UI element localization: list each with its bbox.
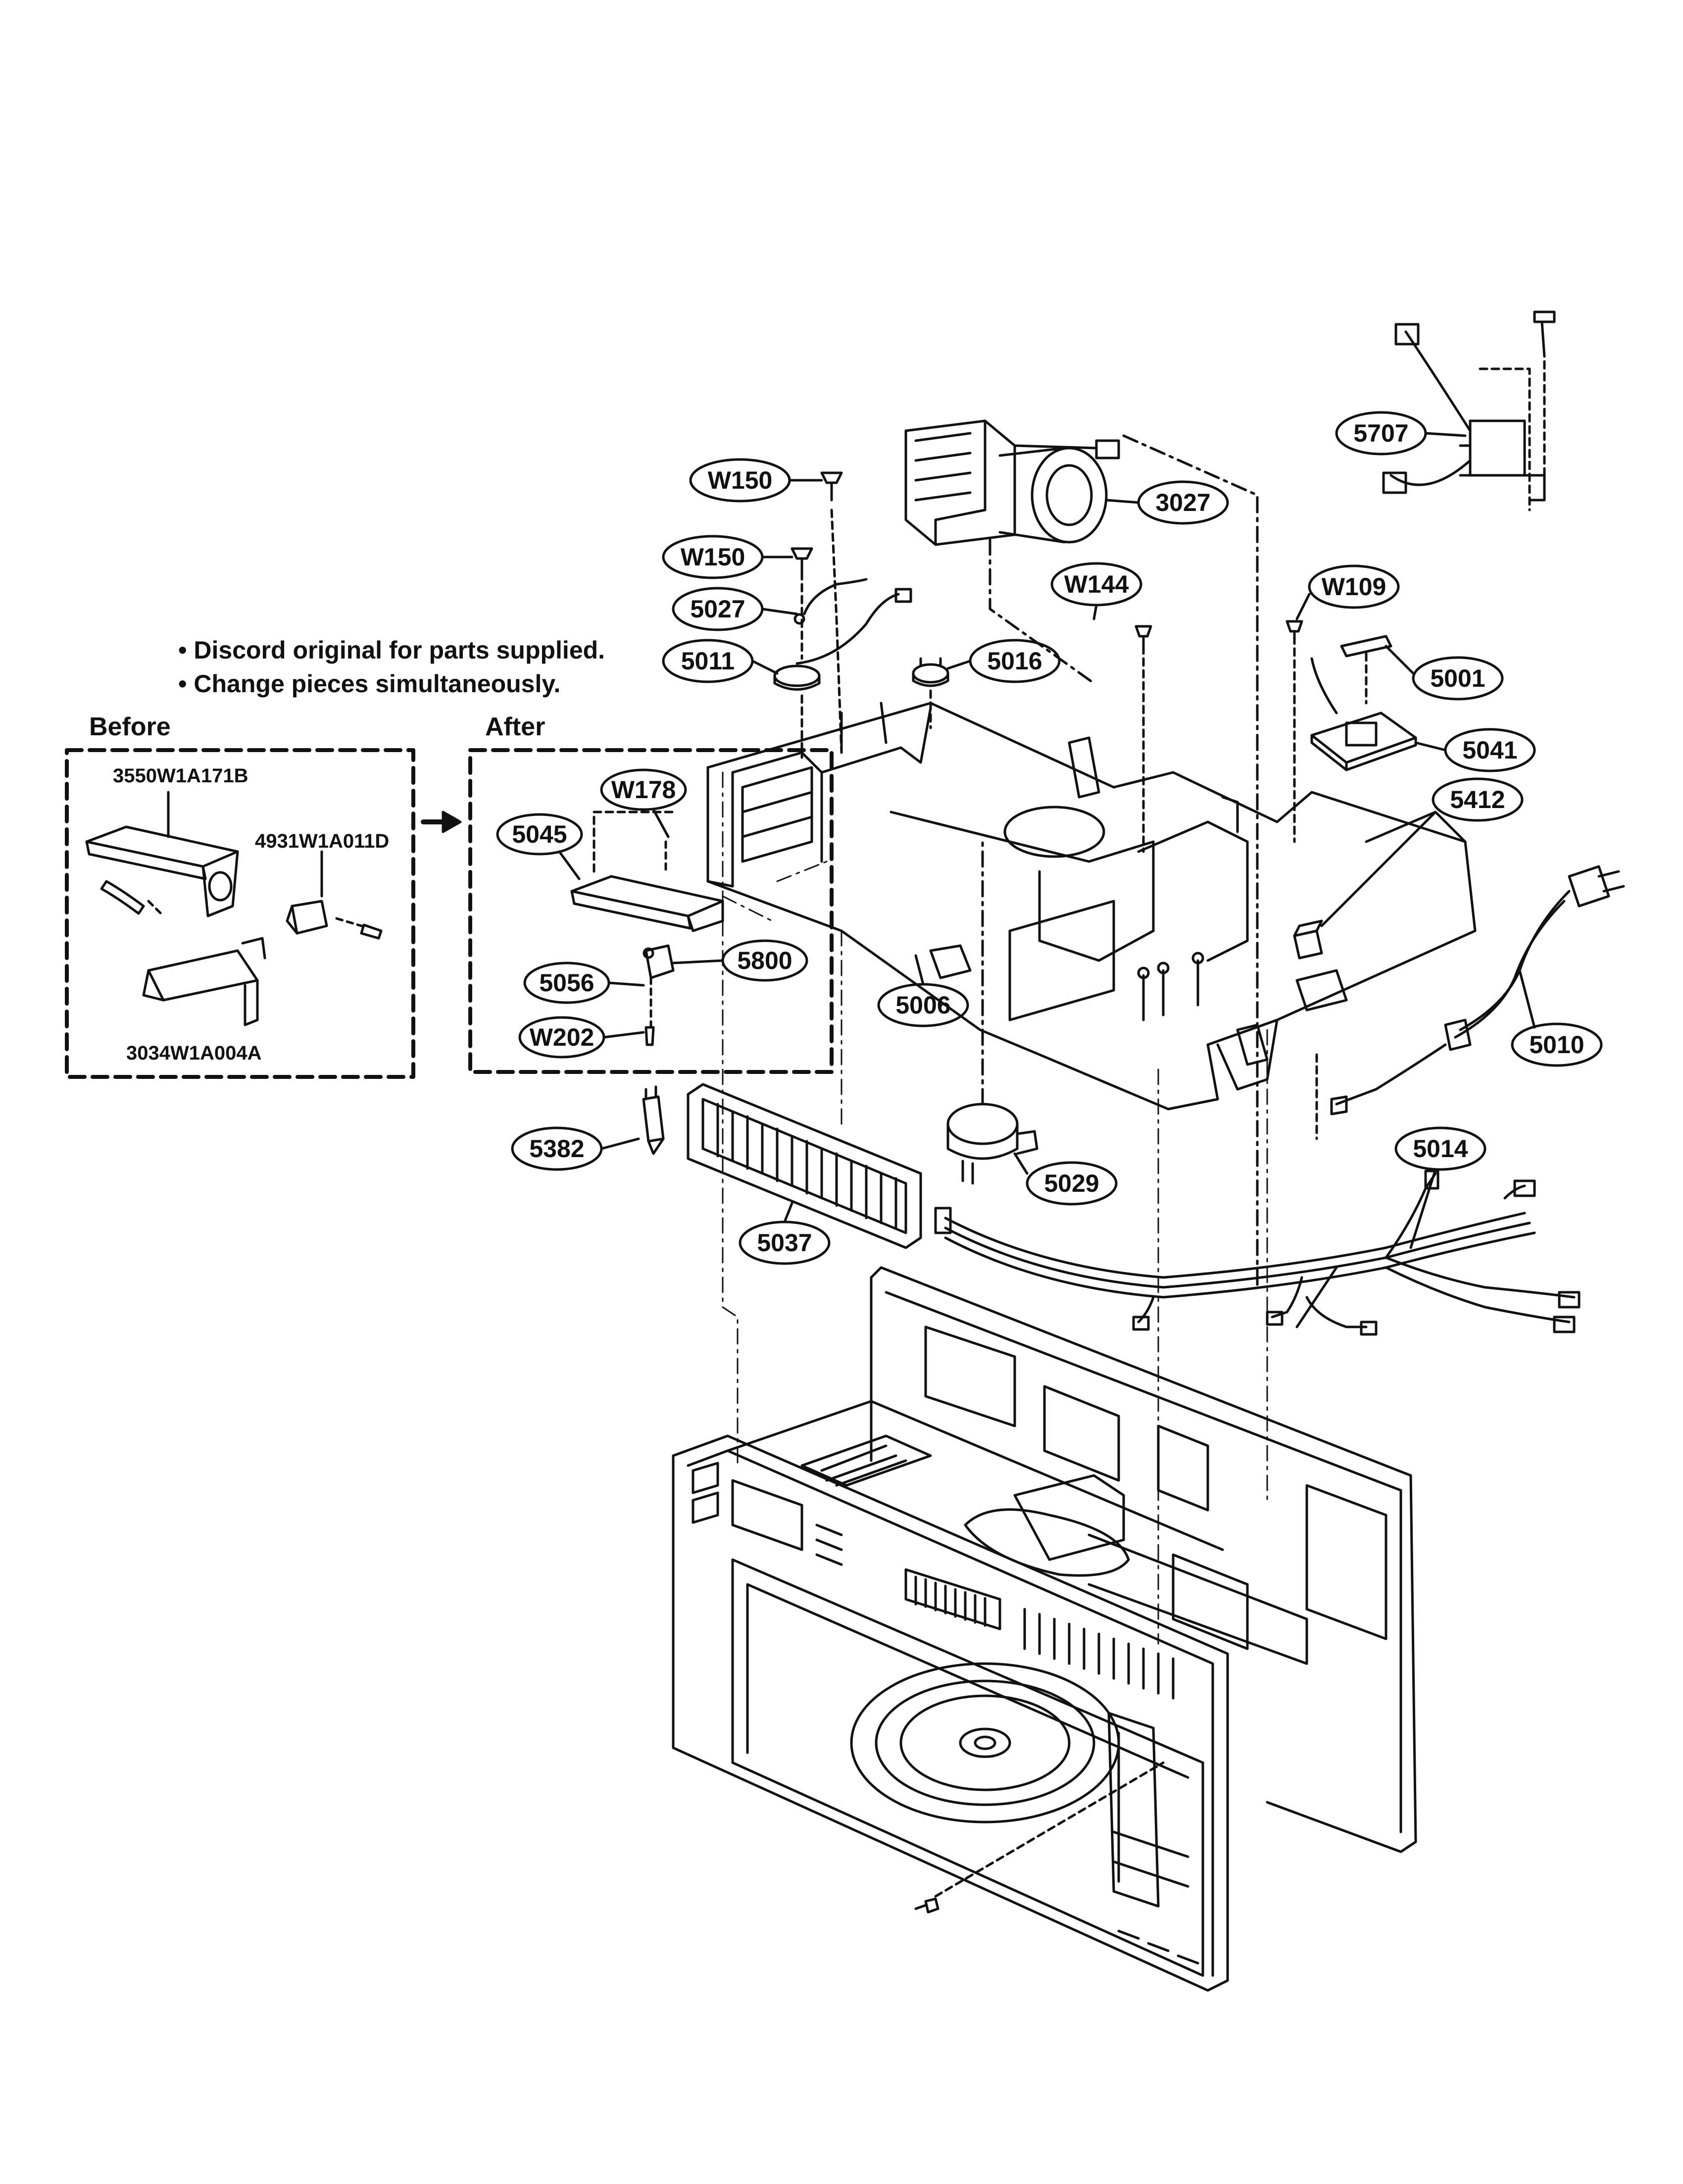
svg-text:5382: 5382 [529,1135,584,1163]
svg-text:5037: 5037 [757,1229,812,1257]
callout-5707: 5707 [1335,411,1467,456]
thermostat-5016-drawing [912,657,949,729]
svg-text:W109: W109 [1322,573,1386,601]
callout-5016: 5016 [946,639,1061,683]
callout-5011: 5011 [662,639,779,683]
screw-w144 [1135,625,1152,853]
callout-5029: 5029 [1013,1152,1118,1206]
oven-cavity-drawing [672,1266,1417,1992]
after-callout-5045: 5045 [496,813,583,880]
after-callout-5056: 5056 [523,962,645,1004]
relay-5412-drawing [1293,919,1323,960]
callout-5382: 5382 [511,1126,640,1171]
callout-w144: W144 [1050,562,1142,620]
lamp-socket-5382-drawing [642,1085,665,1155]
grille-5037-drawing [687,1083,922,1249]
callout-5014: 5014 [1394,1126,1486,1249]
svg-text:W150: W150 [681,543,745,571]
power-cord-5010-drawing [1315,865,1625,1140]
svg-text:5041: 5041 [1462,736,1517,764]
callout-5010: 5010 [1511,969,1603,1067]
svg-text:5412: 5412 [1450,786,1505,813]
screw-w109 [1286,620,1303,843]
assembly-guide-lines [722,771,1268,1645]
before-box-frame [65,748,415,1079]
svg-text:5056: 5056 [539,969,594,997]
wire-5027-drawing [793,578,912,665]
svg-text:5001: 5001 [1430,664,1485,692]
callout-5001: 5001 [1385,645,1504,701]
after-callout-w202: W202 [518,1016,645,1059]
after-box-title: After [485,712,545,741]
part-code-3550w1a171b: 3550W1A171B [113,765,248,787]
callout-5412: 5412 [1320,777,1524,927]
transformer-5707-drawing [1382,310,1556,511]
stirrer-motor-5029-drawing [946,840,1039,1185]
thermostat-5011-drawing [773,664,821,759]
callout-5041: 5041 [1414,728,1536,772]
after-bracket-drawing [570,811,724,1046]
svg-text:5011: 5011 [681,647,735,675]
part-code-4931w1a011d: 4931W1A011D [255,830,389,852]
svg-text:5029: 5029 [1044,1169,1099,1197]
fuse-5001-drawing [1340,635,1392,705]
svg-text:5027: 5027 [690,595,745,623]
after-callout-w178: W178 [600,768,687,838]
callout-5027: 5027 [672,587,798,631]
after-box-frame [468,748,834,1074]
fan-motor-3027-drawing [904,419,1259,1289]
svg-text:5010: 5010 [1529,1031,1584,1059]
callout-w150-second: W150 [662,535,793,579]
svg-text:W202: W202 [530,1023,594,1051]
svg-text:5006: 5006 [895,991,950,1019]
svg-text:5707: 5707 [1353,419,1408,447]
callout-5037: 5037 [739,1202,831,1265]
before-after-arrow [421,811,462,833]
after-callout-5800: 5800 [672,939,808,982]
callout-w109: W109 [1295,564,1400,620]
note-discard: • Discord original for parts supplied. [178,636,605,664]
callout-5006: 5006 [877,954,969,1027]
svg-text:5800: 5800 [737,947,792,974]
svg-text:W150: W150 [708,466,773,494]
svg-text:W178: W178 [611,776,676,804]
base-plate-5006-drawing [706,702,1477,1111]
note-change: • Change pieces simultaneously. [178,670,560,698]
svg-text:5016: 5016 [987,647,1042,675]
svg-text:W144: W144 [1064,570,1129,598]
callout-3027: 3027 [1105,480,1229,525]
noise-filter-5041-drawing [1310,657,1417,771]
before-box-title: Before [89,712,171,741]
svg-text:3027: 3027 [1155,489,1210,516]
before-bracket-drawing [85,791,383,1026]
wire-harness-5014-drawing [934,1169,1581,1336]
callout-w150-top: W150 [689,458,823,503]
screw-w150-top [820,471,843,754]
svg-text:5045: 5045 [512,820,567,848]
part-code-3034w1a004a: 3034W1A004A [126,1042,262,1064]
svg-text:5014: 5014 [1413,1135,1468,1163]
